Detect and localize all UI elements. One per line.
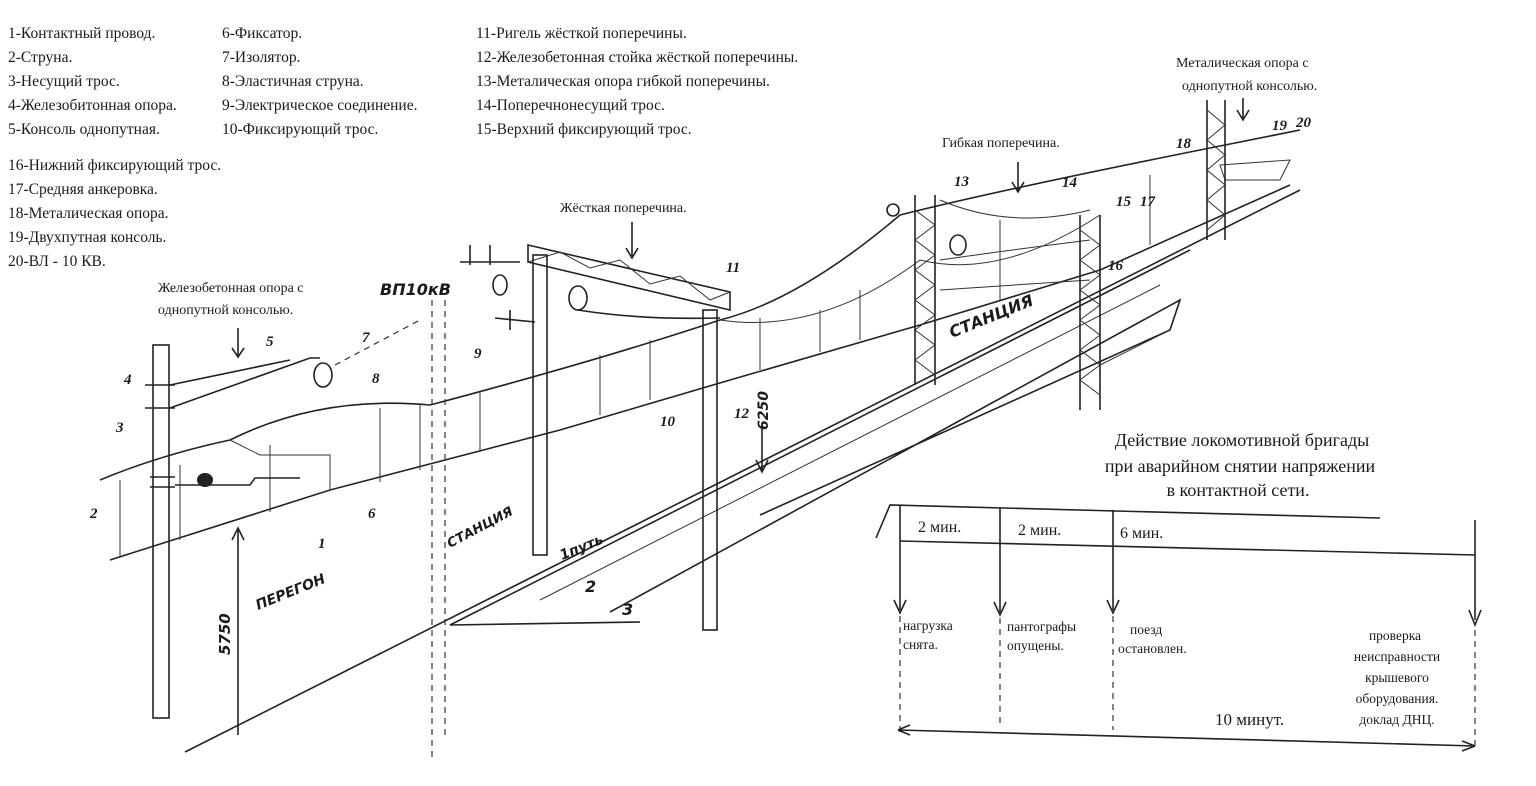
- part-number: 13: [954, 174, 970, 190]
- legend-item: 14-Поперечнонесущий трос.: [476, 97, 665, 114]
- part-number: 18: [1176, 136, 1192, 152]
- part-number: 10: [660, 414, 676, 430]
- track-number: 3: [622, 600, 633, 619]
- legend-item: 15-Верхний фиксирующий трос.: [476, 121, 692, 138]
- concrete-pole: [145, 344, 333, 719]
- event-label: пантографы: [1007, 619, 1076, 634]
- timeline-title: при аварийном снятии напряжении: [1105, 456, 1376, 476]
- timeline: Действие локомотивной бригады при аварий…: [875, 430, 1482, 752]
- part-number: 6: [368, 506, 376, 522]
- part-number: 3: [115, 420, 124, 436]
- part-number: 9: [474, 346, 482, 362]
- part-number: 12: [734, 406, 750, 422]
- haul-label: ПЕРЕГОН: [254, 571, 329, 614]
- part-number: 7: [362, 330, 370, 346]
- event-label: неисправности: [1354, 649, 1440, 664]
- event-label: снята.: [903, 637, 938, 652]
- legend-col-1: 1-Контактный провод. 2-Струна. 3-Несущий…: [8, 22, 177, 142]
- legend-item: 11-Ригель жёсткой поперечины.: [476, 25, 687, 42]
- part-numbers: 1 2 3 4 5 6 7 8 9 10 11 12 13 14 15 16 1…: [89, 115, 1312, 552]
- station-label: СТАНЦИЯ: [445, 504, 516, 551]
- part-number: 5: [266, 334, 274, 350]
- caption-metal-pole: однопутной консолью.: [1182, 79, 1317, 94]
- event-label: оборудования.: [1356, 691, 1439, 706]
- legend-item: 3-Несущий трос.: [8, 73, 120, 90]
- part-number: 16: [1108, 258, 1124, 274]
- legend-item: 2-Струна.: [8, 49, 73, 66]
- height-6250: 6250: [756, 391, 772, 430]
- legend-item: 6-Фиксатор.: [222, 25, 303, 42]
- event-label: поезд: [1130, 622, 1162, 637]
- legend-item: 17-Средняя анкеровка.: [8, 181, 158, 198]
- part-number: 4: [123, 372, 132, 388]
- caption-flexible-crossbar: Гибкая поперечина.: [942, 136, 1060, 151]
- legend-item: 18-Металическая опора.: [8, 205, 169, 222]
- legend-item: 16-Нижний фиксирующий трос.: [8, 157, 222, 174]
- event-label: остановлен.: [1118, 641, 1187, 656]
- interval-label: 2 мин.: [918, 519, 961, 536]
- legend-item: 7-Изолятор.: [222, 49, 301, 66]
- legend-item: 9-Электрическое соединение.: [222, 97, 418, 114]
- height-5750: 5750: [216, 613, 234, 655]
- caption-metal-pole: Металическая опора с: [1176, 56, 1309, 71]
- legend-item: 4-Железобитонная опора.: [8, 97, 177, 114]
- event-label: опущены.: [1007, 638, 1064, 653]
- legend-item: 8-Эластичная струна.: [222, 73, 364, 90]
- interval-label: 6 мин.: [1120, 525, 1163, 542]
- lattice-tower: [886, 100, 1226, 410]
- event-label: проверка: [1369, 628, 1421, 643]
- part-number: 19: [1272, 118, 1288, 134]
- legend-item: 19-Двухпутная консоль.: [8, 229, 167, 246]
- legend-item: 1-Контактный провод.: [8, 25, 156, 42]
- vl-label: ВП10кВ: [380, 280, 451, 299]
- part-number: 20: [1295, 115, 1312, 131]
- caption-concrete-pole: Железобетонная опора с: [158, 281, 304, 296]
- part-number: 17: [1140, 194, 1156, 210]
- part-number: 1: [318, 536, 326, 552]
- track-number: 2: [585, 577, 596, 596]
- track-bed: [184, 189, 1301, 753]
- distant-pole: [431, 245, 536, 762]
- part-number: 14: [1062, 175, 1078, 191]
- legend-col-2: 6-Фиксатор. 7-Изолятор. 8-Эластичная стр…: [222, 22, 417, 142]
- legend-item: 5-Консоль однопутная.: [8, 121, 160, 138]
- timeline-title: в контактной сети.: [1167, 480, 1310, 500]
- legend-item: 20-ВЛ - 10 КВ.: [8, 253, 106, 270]
- legend-item: 10-Фиксирующий трос.: [222, 121, 379, 138]
- legend-item: 13-Металическая опора гибкой поперечины.: [476, 73, 770, 90]
- event-label: нагрузка: [903, 618, 953, 633]
- legend-col-3: 11-Ригель жёсткой поперечины. 12-Железоб…: [476, 22, 798, 142]
- total-duration: 10 минут.: [1215, 710, 1284, 729]
- caption-rigid-crossbar: Жёсткая поперечина.: [560, 201, 687, 216]
- event-label: доклад ДНЦ.: [1359, 712, 1434, 727]
- caption-arrows: [231, 98, 1250, 735]
- timeline-title: Действие локомотивной бригады: [1115, 430, 1369, 450]
- part-number: 11: [726, 260, 740, 276]
- caption-concrete-pole: однопутной консолью.: [158, 303, 293, 318]
- legend-item: 12-Железобетонная стойка жёсткой попереч…: [476, 49, 799, 66]
- part-number: 15: [1116, 194, 1132, 210]
- part-number: 2: [89, 506, 98, 522]
- event-label: крышевого: [1365, 670, 1429, 685]
- legend-col-4: 16-Нижний фиксирующий трос. 17-Средняя а…: [8, 154, 221, 274]
- part-number: 8: [372, 371, 380, 387]
- rigid-crossbar: [527, 243, 731, 631]
- interval-label: 2 мин.: [1018, 522, 1061, 539]
